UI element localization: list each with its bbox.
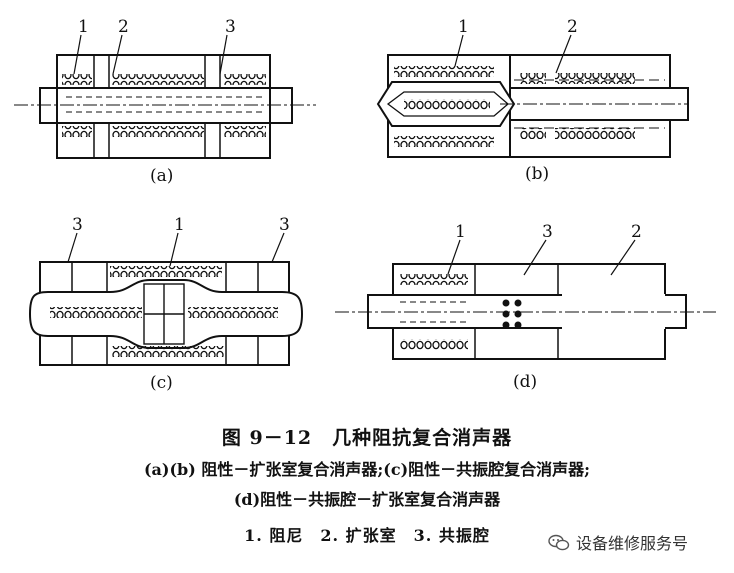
diagram-d: 1 3 2 (d) <box>335 222 716 392</box>
callout-d-2: 2 <box>631 222 642 242</box>
callout-b-1: 1 <box>458 17 469 37</box>
caption-legend: 1. 阻尼 2. 扩张室 3. 共振腔 <box>244 526 490 545</box>
callout-c-3-right: 3 <box>279 215 290 235</box>
diagram-b: 1 2 (b) <box>376 17 689 184</box>
callout-d-1: 1 <box>455 222 466 242</box>
figure-title: 图 9－12 几种阻抗复合消声器 <box>221 427 513 449</box>
callout-b-2: 2 <box>567 17 578 37</box>
callout-d-3: 3 <box>542 222 553 242</box>
label-b: (b) <box>525 164 549 184</box>
label-c: (c) <box>150 373 173 393</box>
callout-a-3: 3 <box>225 17 236 37</box>
caption-line-2: (d)阻性－共振腔－扩张室复合消声器 <box>233 490 501 509</box>
diagram-a: 1 2 3 (a) <box>14 17 316 186</box>
wechat-icon <box>548 534 570 552</box>
watermark: 设备维修服务号 <box>548 530 688 554</box>
diagram-c: 3 1 3 (c) <box>28 215 304 393</box>
caption-line-1: (a)(b) 阻性－扩张室复合消声器;(c)阻性－共振腔复合消声器; <box>143 460 591 479</box>
watermark-text: 设备维修服务号 <box>576 534 689 553</box>
callout-c-1: 1 <box>174 215 185 235</box>
callout-a-1: 1 <box>78 17 89 37</box>
label-d: (d) <box>513 372 537 392</box>
callout-c-3-left: 3 <box>72 215 83 235</box>
callout-a-2: 2 <box>118 17 129 37</box>
label-a: (a) <box>150 166 173 186</box>
